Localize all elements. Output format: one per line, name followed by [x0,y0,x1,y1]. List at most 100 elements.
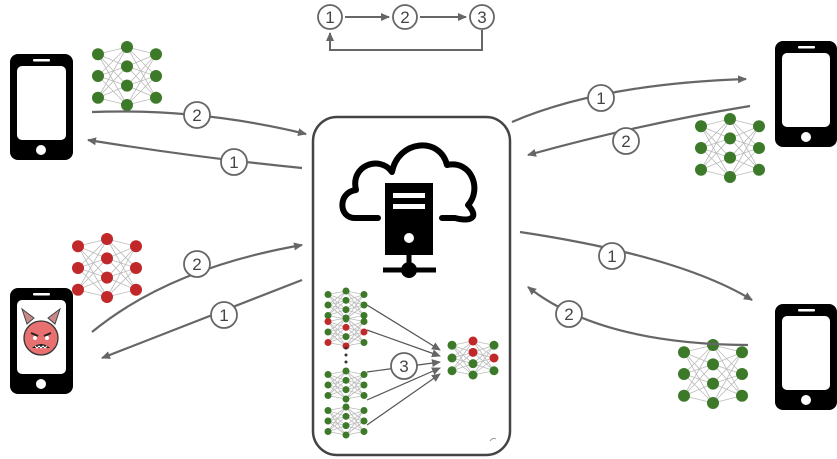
neuron-node [678,389,690,402]
seq-step-3: 3 [477,8,486,27]
neuron-node [150,48,162,61]
neuron-node [724,171,736,183]
neuron-node [468,370,478,380]
server-icon [383,183,436,278]
neuron-node [360,392,368,399]
neuron-node [130,262,142,274]
aggregation-arrows [366,304,441,426]
aggregation-step-label: 3 [390,352,418,380]
arrow-bottom-left-download [101,278,303,360]
arrow-top-left-download [87,137,303,170]
model-bottom-left [72,233,142,303]
neuron-node [678,346,690,359]
neuron-node [324,381,332,389]
neuron-node [121,79,133,92]
neuron-node [324,301,332,309]
step-labels: 2 1 2 1 1 2 1 2 [183,84,640,329]
neuron-node [360,381,368,389]
model-bottom-right [678,339,748,409]
neuron-node [342,403,350,411]
cloud-icon [339,142,478,223]
neuron-node [342,314,350,322]
svg-text:1: 1 [229,153,238,172]
neuron-node [342,306,350,314]
neuron-node [342,431,350,439]
seq-step-2: 2 [400,8,409,27]
neuron-node [342,412,350,420]
neuron-node [130,283,142,296]
neuron-node [489,340,499,350]
neuron-node [342,296,350,304]
neuron-node [695,163,707,176]
neuron-node [101,271,113,284]
neuron-node [342,323,350,331]
neuron-node [324,428,332,435]
arrow-bottom-right-download [519,230,753,301]
neuron-node [324,291,332,298]
neuron-node [150,70,162,82]
seq-loop-arrow [326,30,483,51]
devil-face-icon [21,307,61,356]
neuron-node [342,367,350,375]
ellipsis-dots [344,346,348,364]
neuron-node [342,386,350,394]
svg-text:1: 1 [219,306,228,325]
neuron-node [101,233,113,245]
neuron-node [724,132,736,145]
neuron-node [324,371,332,378]
neuron-node [695,120,707,133]
neuron-node [92,70,104,82]
neuron-node [342,376,350,384]
neuron-node [324,328,332,336]
neuron-node [360,301,368,309]
neuron-node [360,312,368,319]
neuron-node [468,336,478,346]
arrow-bottom-right-upload [527,286,749,347]
label-top-right-upload: 2 [612,127,640,155]
neuron-node [447,353,457,363]
neuron-node [707,397,719,409]
neuron-node [324,312,332,319]
server-model-4 [324,403,368,439]
neuron-node [121,99,133,111]
phone-top-right [775,41,837,147]
neuron-node [101,252,113,265]
svg-text:2: 2 [192,106,201,125]
neuron-node [92,91,104,104]
neuron-node [724,113,736,125]
neuron-node [72,240,84,253]
neuron-node [360,371,368,378]
aggregated-model [447,336,499,380]
neuron-node [130,240,142,253]
neuron-node [360,428,368,435]
neuron-node [447,366,457,376]
neuron-node [468,347,478,357]
phone-bottom-left [10,288,73,394]
neuron-node [101,291,113,303]
svg-text:1: 1 [596,89,605,108]
neuron-node [489,353,499,363]
neuron-node [324,318,332,325]
neuron-node [360,339,368,346]
neuron-node [707,377,719,390]
arrow-top-right-upload [527,104,751,157]
label-bottom-right-download: 1 [598,242,626,270]
neuron-node [324,417,332,425]
neuron-node [468,359,478,369]
neuron-node [724,151,736,164]
arrow-bottom-left-upload [91,242,303,333]
svg-text:2: 2 [564,305,573,324]
svg-text:3: 3 [399,357,408,376]
svg-text:2: 2 [192,255,201,274]
neuron-node [360,328,368,336]
label-bottom-left-upload: 2 [183,250,211,278]
neuron-node [324,392,332,399]
label-bottom-right-upload: 2 [555,300,583,328]
neuron-node [447,340,457,350]
neuron-node [360,417,368,425]
server-model-3 [324,367,368,403]
arrow-top-right-download [511,75,747,124]
step-sequence: 1 2 3 [317,4,495,51]
neuron-node [736,346,748,359]
